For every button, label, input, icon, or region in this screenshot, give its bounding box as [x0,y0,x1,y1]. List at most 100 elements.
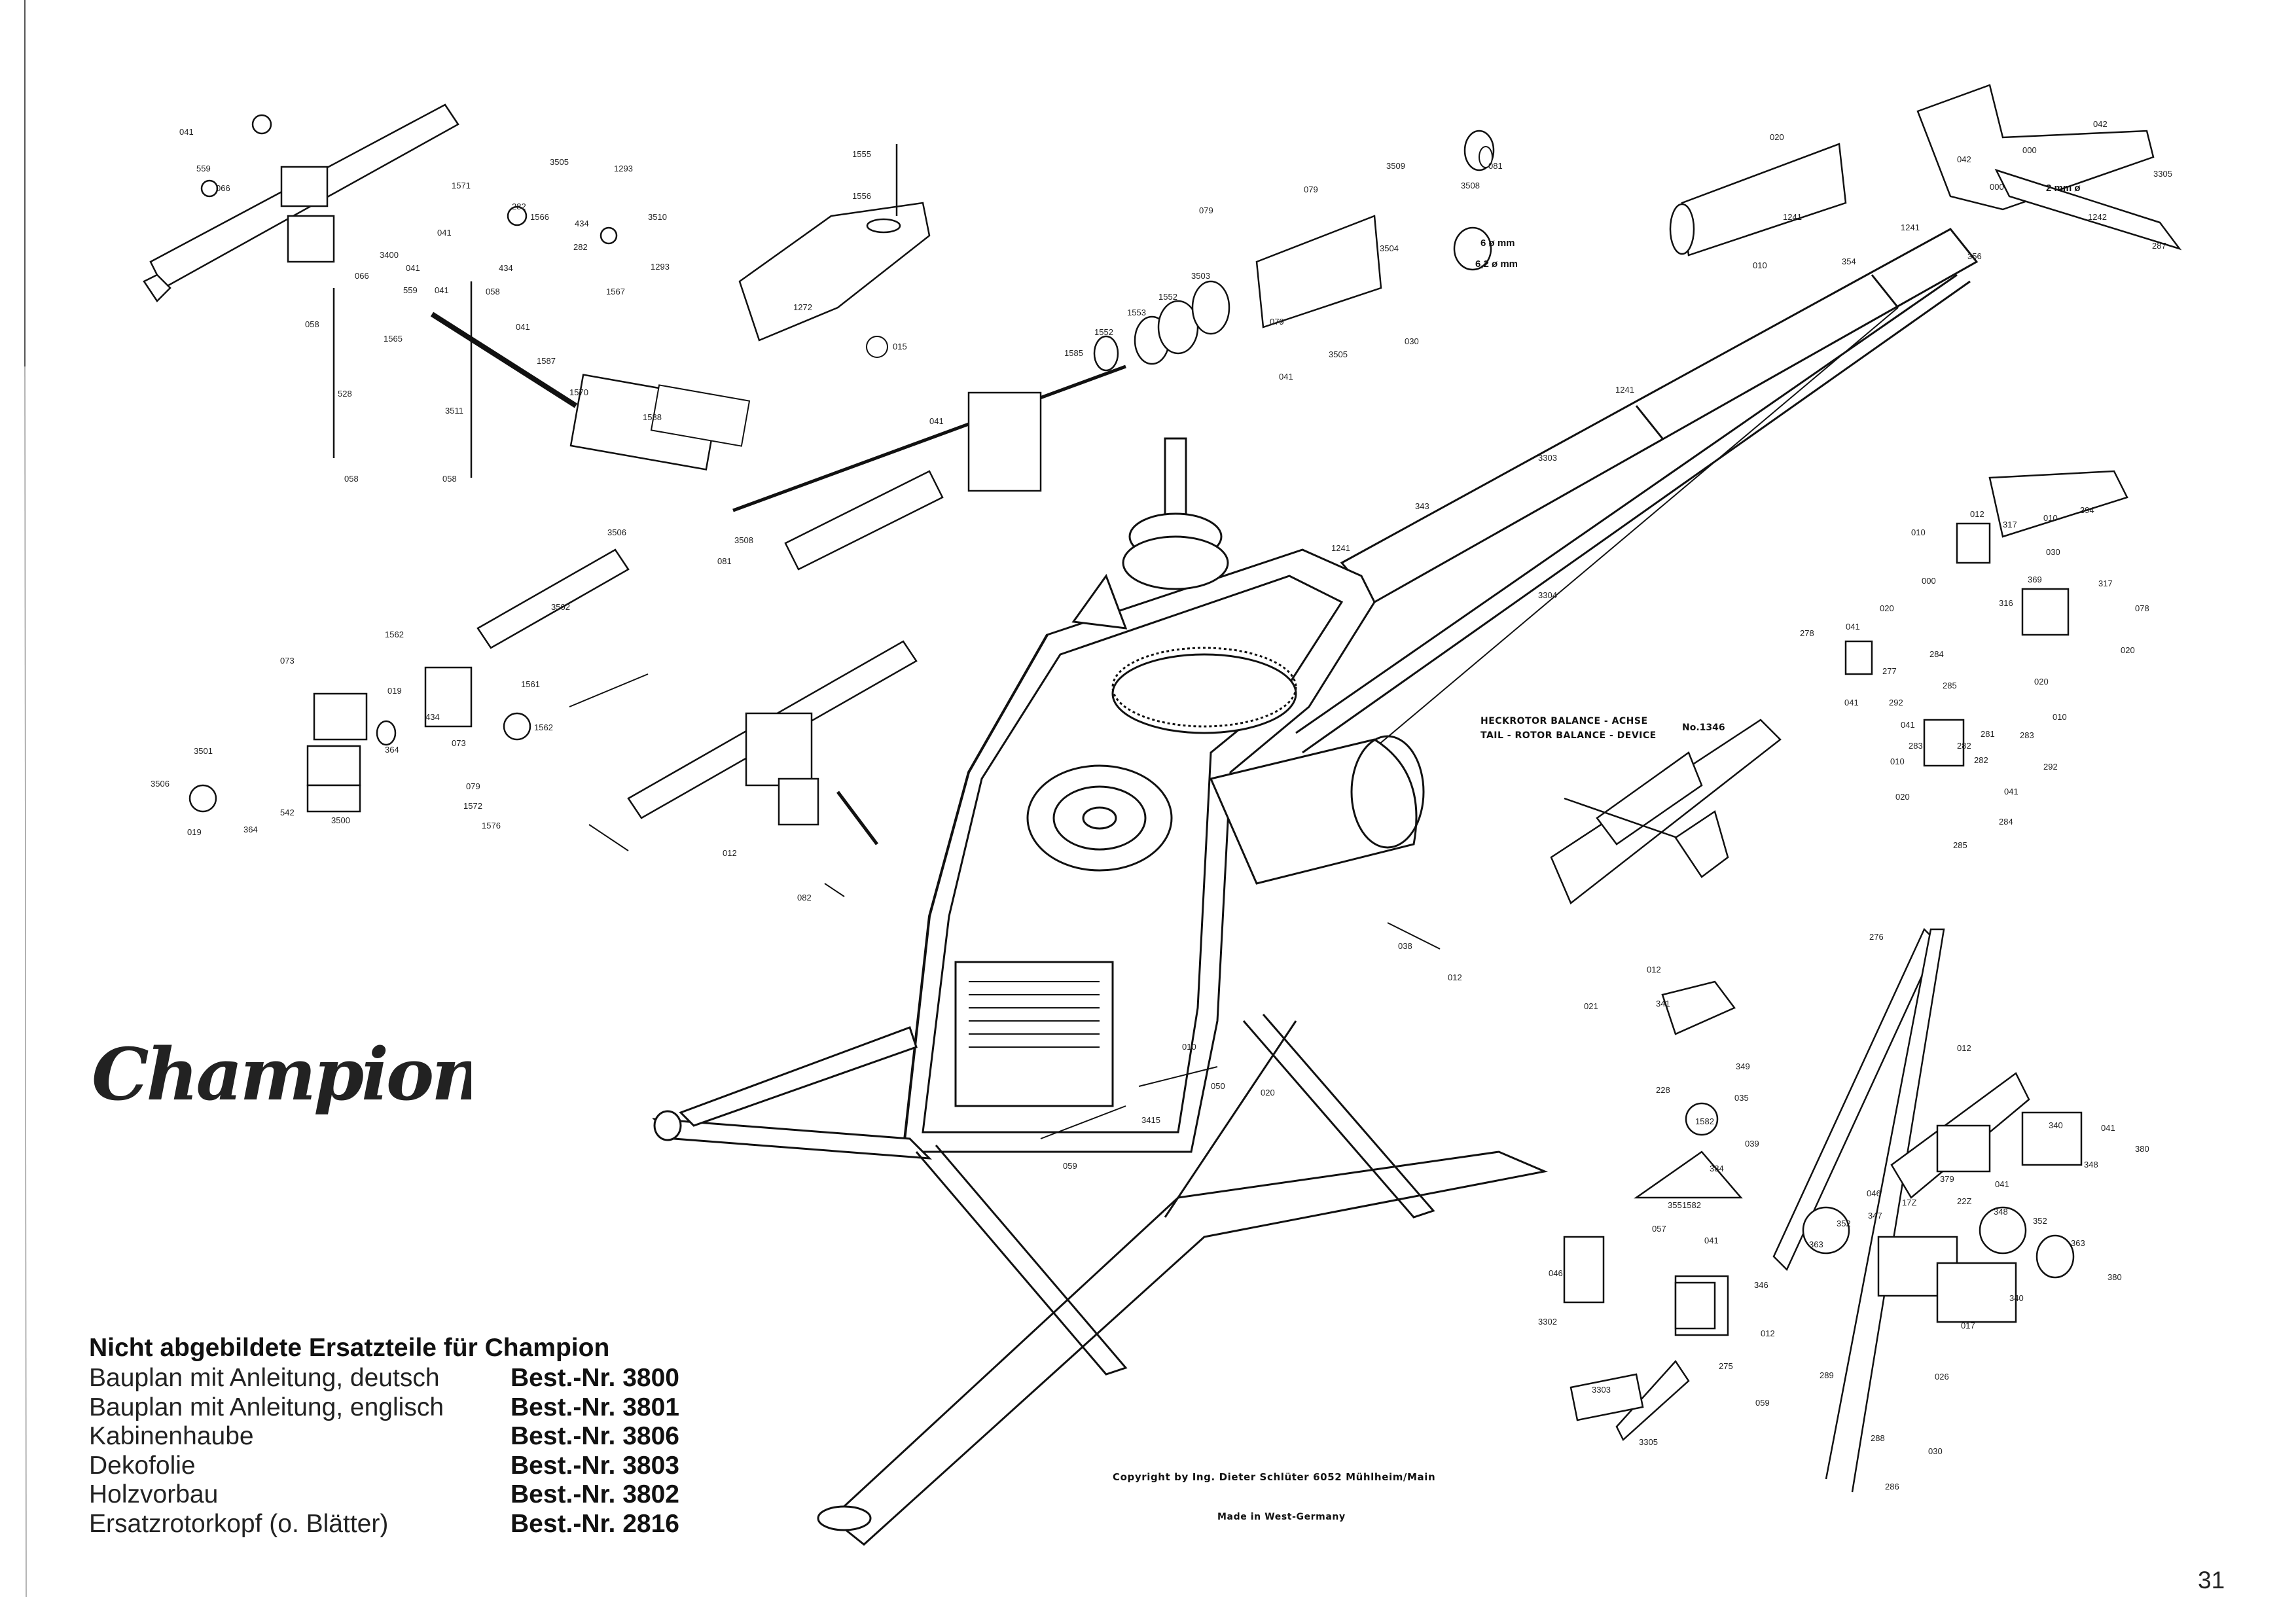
part-label: 1555 [852,149,871,159]
parts-list-row: Ersatzrotorkopf (o. Blätter) Best.-Nr. 2… [89,1510,744,1539]
part-label: 559 [403,285,418,295]
part-label: 343 [1415,501,1429,511]
part-label: 041 [1995,1179,2009,1189]
part-label: 1272 [793,302,812,312]
main-mechanics [652,228,1979,1546]
part-label: 364 [243,825,258,834]
part-label: 1293 [614,164,633,173]
tail-boom [1340,228,1979,603]
part-label: 041 [435,285,449,295]
spare-parts-list: Nicht abgebildete Ersatzteile für Champi… [89,1332,744,1539]
part-label: 015 [893,342,907,351]
part-label: 042 [2093,119,2108,129]
part-label: 3303 [1538,453,1557,463]
part-label: 559 [196,164,211,173]
skid-strut [915,1145,1128,1376]
part-label: 281 [1981,729,1995,739]
part-label: 021 [1584,1001,1598,1011]
part-label: 010 [2043,513,2058,523]
part-label: 380 [2108,1272,2122,1282]
part-label: 282 [1957,741,1971,751]
main-gear [1111,653,1297,734]
part-label: 1570 [569,387,588,397]
part-name: Holzvorbau [89,1480,219,1508]
balance-device-number: No.1346 [1682,722,1725,733]
part-label: 079 [1270,317,1284,327]
part-label: 346 [1754,1280,1768,1290]
page-number: 31 [2198,1567,2225,1594]
part-label: 039 [1745,1139,1759,1149]
blade-grip-center [627,640,918,846]
part-label: 012 [1647,965,1661,974]
part-label: 059 [1063,1161,1077,1171]
part-label: 394 [2080,505,2094,515]
part-label: 542 [280,808,295,817]
tail-fin [1669,84,2182,257]
part-label: 352 [2033,1216,2047,1226]
part-label: 228 [1656,1085,1670,1095]
part-label: 073 [452,738,466,748]
part-name: Ersatzrotorkopf (o. Blätter) [89,1509,389,1538]
part-label: 1562 [534,722,553,732]
part-label: 041 [1846,622,1860,632]
part-label: 073 [280,656,295,666]
part-label: 3305 [1639,1437,1658,1447]
skid-strut [679,1026,918,1127]
part-label: 079 [1199,205,1213,215]
part-label: 1293 [651,262,670,272]
part-label: 1582 [1695,1116,1714,1126]
part-label: 081 [1488,161,1503,171]
part-label: 352 [1837,1219,1851,1228]
part-label: 019 [187,827,202,837]
skid-strut [1164,1020,1297,1218]
part-name: Kabinenhaube [89,1422,254,1450]
part-label: 285 [1953,840,1967,850]
tail-rotor-assembly [1563,470,2128,1493]
part-label: 3510 [648,212,667,222]
part-label: 1242 [2088,212,2107,222]
part-label: 282 [1974,755,1988,765]
part-label: 283 [2020,730,2034,740]
part-label: 3505 [550,157,569,167]
side-frame-inner [922,575,1344,1133]
part-label: 066 [216,183,230,193]
part-label: 030 [1928,1446,1943,1456]
part-label: 22Z [1957,1196,1971,1206]
champion-logo: Champion [92,1008,484,1142]
part-label: 041 [437,228,452,238]
part-label: 355 [1668,1200,1682,1210]
fuel-tank [1209,738,1418,885]
part-label: 282 [573,242,588,252]
part-label: 026 [1935,1372,1949,1382]
part-label: 058 [305,319,319,329]
part-order-number: Best.-Nr. 2816 [511,1509,679,1538]
part-label: 288 [1871,1433,1885,1443]
part-label: 278 [1800,628,1814,638]
part-label: 275 [1719,1361,1733,1371]
part-label: 030 [1405,336,1419,346]
part-label: 3508 [1461,181,1480,190]
part-label: 434 [499,263,513,273]
part-label: 348 [2084,1160,2098,1169]
part-label: 292 [1889,698,1903,707]
binding-edge-line [24,366,27,1597]
part-label: 316 [1999,598,2013,608]
part-label: 000 [2022,145,2037,155]
part-label: 1241 [1331,543,1350,553]
part-label: 041 [1844,698,1859,707]
part-label: 3508 [734,535,753,545]
part-label: 057 [1652,1224,1666,1234]
part-label: 348 [1994,1207,2008,1217]
part-label: 3501 [194,746,213,756]
part-name: Dekofolie [89,1451,196,1480]
part-label: 286 [1885,1482,1899,1491]
part-label: 020 [1895,792,1910,802]
fan-shroud [1026,764,1173,872]
part-label: 042 [1957,154,1971,164]
part-label: 1241 [1901,223,1920,232]
part-label: 035 [1734,1093,1749,1103]
part-label: 277 [1882,666,1897,676]
balance-device-label-english: TAIL - ROTOR BALANCE - DEVICE [1480,730,1657,741]
part-label: 020 [2121,645,2135,655]
part-label: 287 [2152,241,2166,251]
